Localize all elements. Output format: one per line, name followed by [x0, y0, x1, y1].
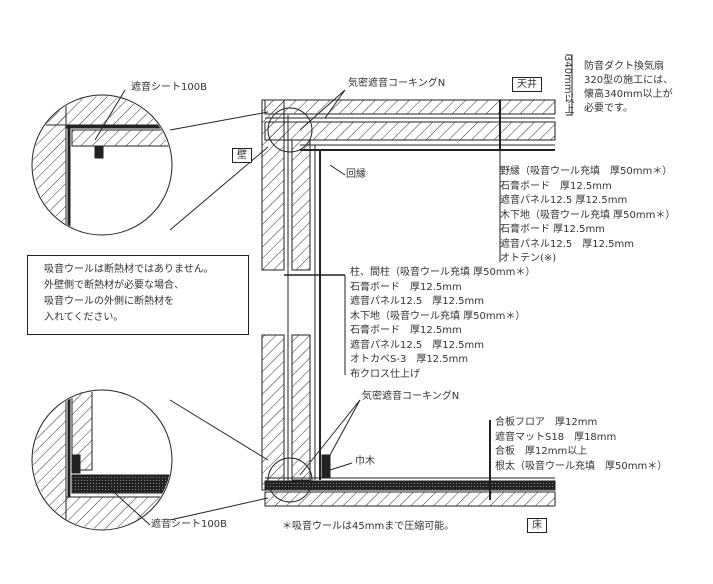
floor-layer: 合板フロア 厚12mm	[495, 417, 598, 428]
ceiling-layer: 野縁（吸音ウール充填 厚50mm＊）	[500, 166, 673, 177]
wall-layer: 石膏ボード 厚12.5mm	[350, 325, 462, 336]
ceiling-layer: 木下地（吸音ウール充填 厚50mm＊）	[500, 209, 676, 221]
floor-layer: 合板 厚12mm以上	[495, 446, 588, 457]
wall-layer: 柱、間柱（吸音ウール充填 厚50mm＊）	[350, 267, 536, 278]
wall-layer: オトカベS-3 厚12.5mm	[350, 354, 469, 365]
caulking-label-bottom: 気密遮音コーキングN	[362, 391, 460, 402]
note-line: 吸音ウールの外側に断熱材を	[44, 296, 174, 307]
detail-circle-bottom	[31, 389, 173, 531]
duct-note-line: 必要です。	[584, 103, 633, 114]
wall-tag: 壁	[232, 148, 252, 163]
duct-note: 防音ダクト換気扇 320型の施工には、 懐高340mm以上が 必要です。	[584, 60, 673, 116]
floor-layer-list: 合板フロア 厚12mm 遮音マットS18 厚18mm 合板 厚12mm以上 根太…	[495, 416, 667, 474]
sound-sheet-label-top: 遮音シート100B	[131, 82, 207, 93]
ceiling-layer-list: 野縁（吸音ウール充填 厚50mm＊） 石膏ボード 厚12.5mm 遮音パネル12…	[500, 165, 675, 267]
caulking-label-top: 気密遮音コーキングN	[348, 78, 446, 89]
ceiling-layer: オトテン(※)	[500, 253, 557, 264]
note-line: 吸音ウールは断熱材ではありません。	[44, 264, 214, 275]
ceiling-layer: 遮音パネル12.5 厚12.5mm	[500, 195, 628, 206]
floor-layer: 遮音マットS18 厚18mm	[495, 431, 617, 443]
detail-circle-top	[31, 94, 173, 236]
ceiling-layer: 遮音パネル12.5 厚12.5mm	[500, 238, 635, 250]
floor-layer: 根太（吸音ウール充填 厚50mm＊）	[495, 460, 668, 472]
duct-note-line: 320型の施工には、	[584, 75, 674, 86]
wall-layer: 布クロス仕上げ	[350, 368, 420, 380]
wall-layer: 遮音パネル12.5 厚12.5mm	[350, 296, 485, 307]
wall-layer-list: 柱、間柱（吸音ウール充填 厚50mm＊） 石膏ボード 厚12.5mm 遮音パネル…	[350, 266, 535, 382]
floor-tag: 床	[527, 518, 547, 533]
baseboard-label: 巾木	[355, 456, 375, 467]
wall-layer: 石膏ボード 厚12.5mm	[350, 281, 462, 293]
footnote: ＊吸音ウールは45mmまで圧縮可能。	[282, 521, 455, 532]
ceiling-tag: 天井	[512, 77, 542, 92]
sound-sheet-label-bottom: 遮音シート100B	[151, 519, 227, 530]
ceiling-structure	[264, 99, 556, 151]
wall-structure	[261, 99, 345, 491]
ceiling-layer: 石膏ボード 厚12.5mm	[500, 224, 605, 235]
note-line: 外壁側で断熱材が必要な場合、	[44, 280, 184, 291]
wall-layer: 遮音パネル12.5 厚12.5mm	[350, 339, 485, 351]
edge-label: 回縁	[346, 169, 366, 180]
wall-layer: 木下地（吸音ウール充填 厚50mm＊）	[350, 310, 526, 322]
duct-note-line: 防音ダクト換気扇	[584, 61, 664, 72]
height-dimension: 340mm以上	[562, 55, 573, 114]
ceiling-layer: 石膏ボード 厚12.5mm	[500, 180, 612, 192]
duct-note-line: 懐高340mm以上が	[584, 89, 673, 100]
note-line: 入れてください。	[44, 312, 124, 323]
insulation-note: 吸音ウールは断熱材ではありません。 外壁側で断熱材が必要な場合、 吸音ウールの外…	[27, 255, 249, 335]
